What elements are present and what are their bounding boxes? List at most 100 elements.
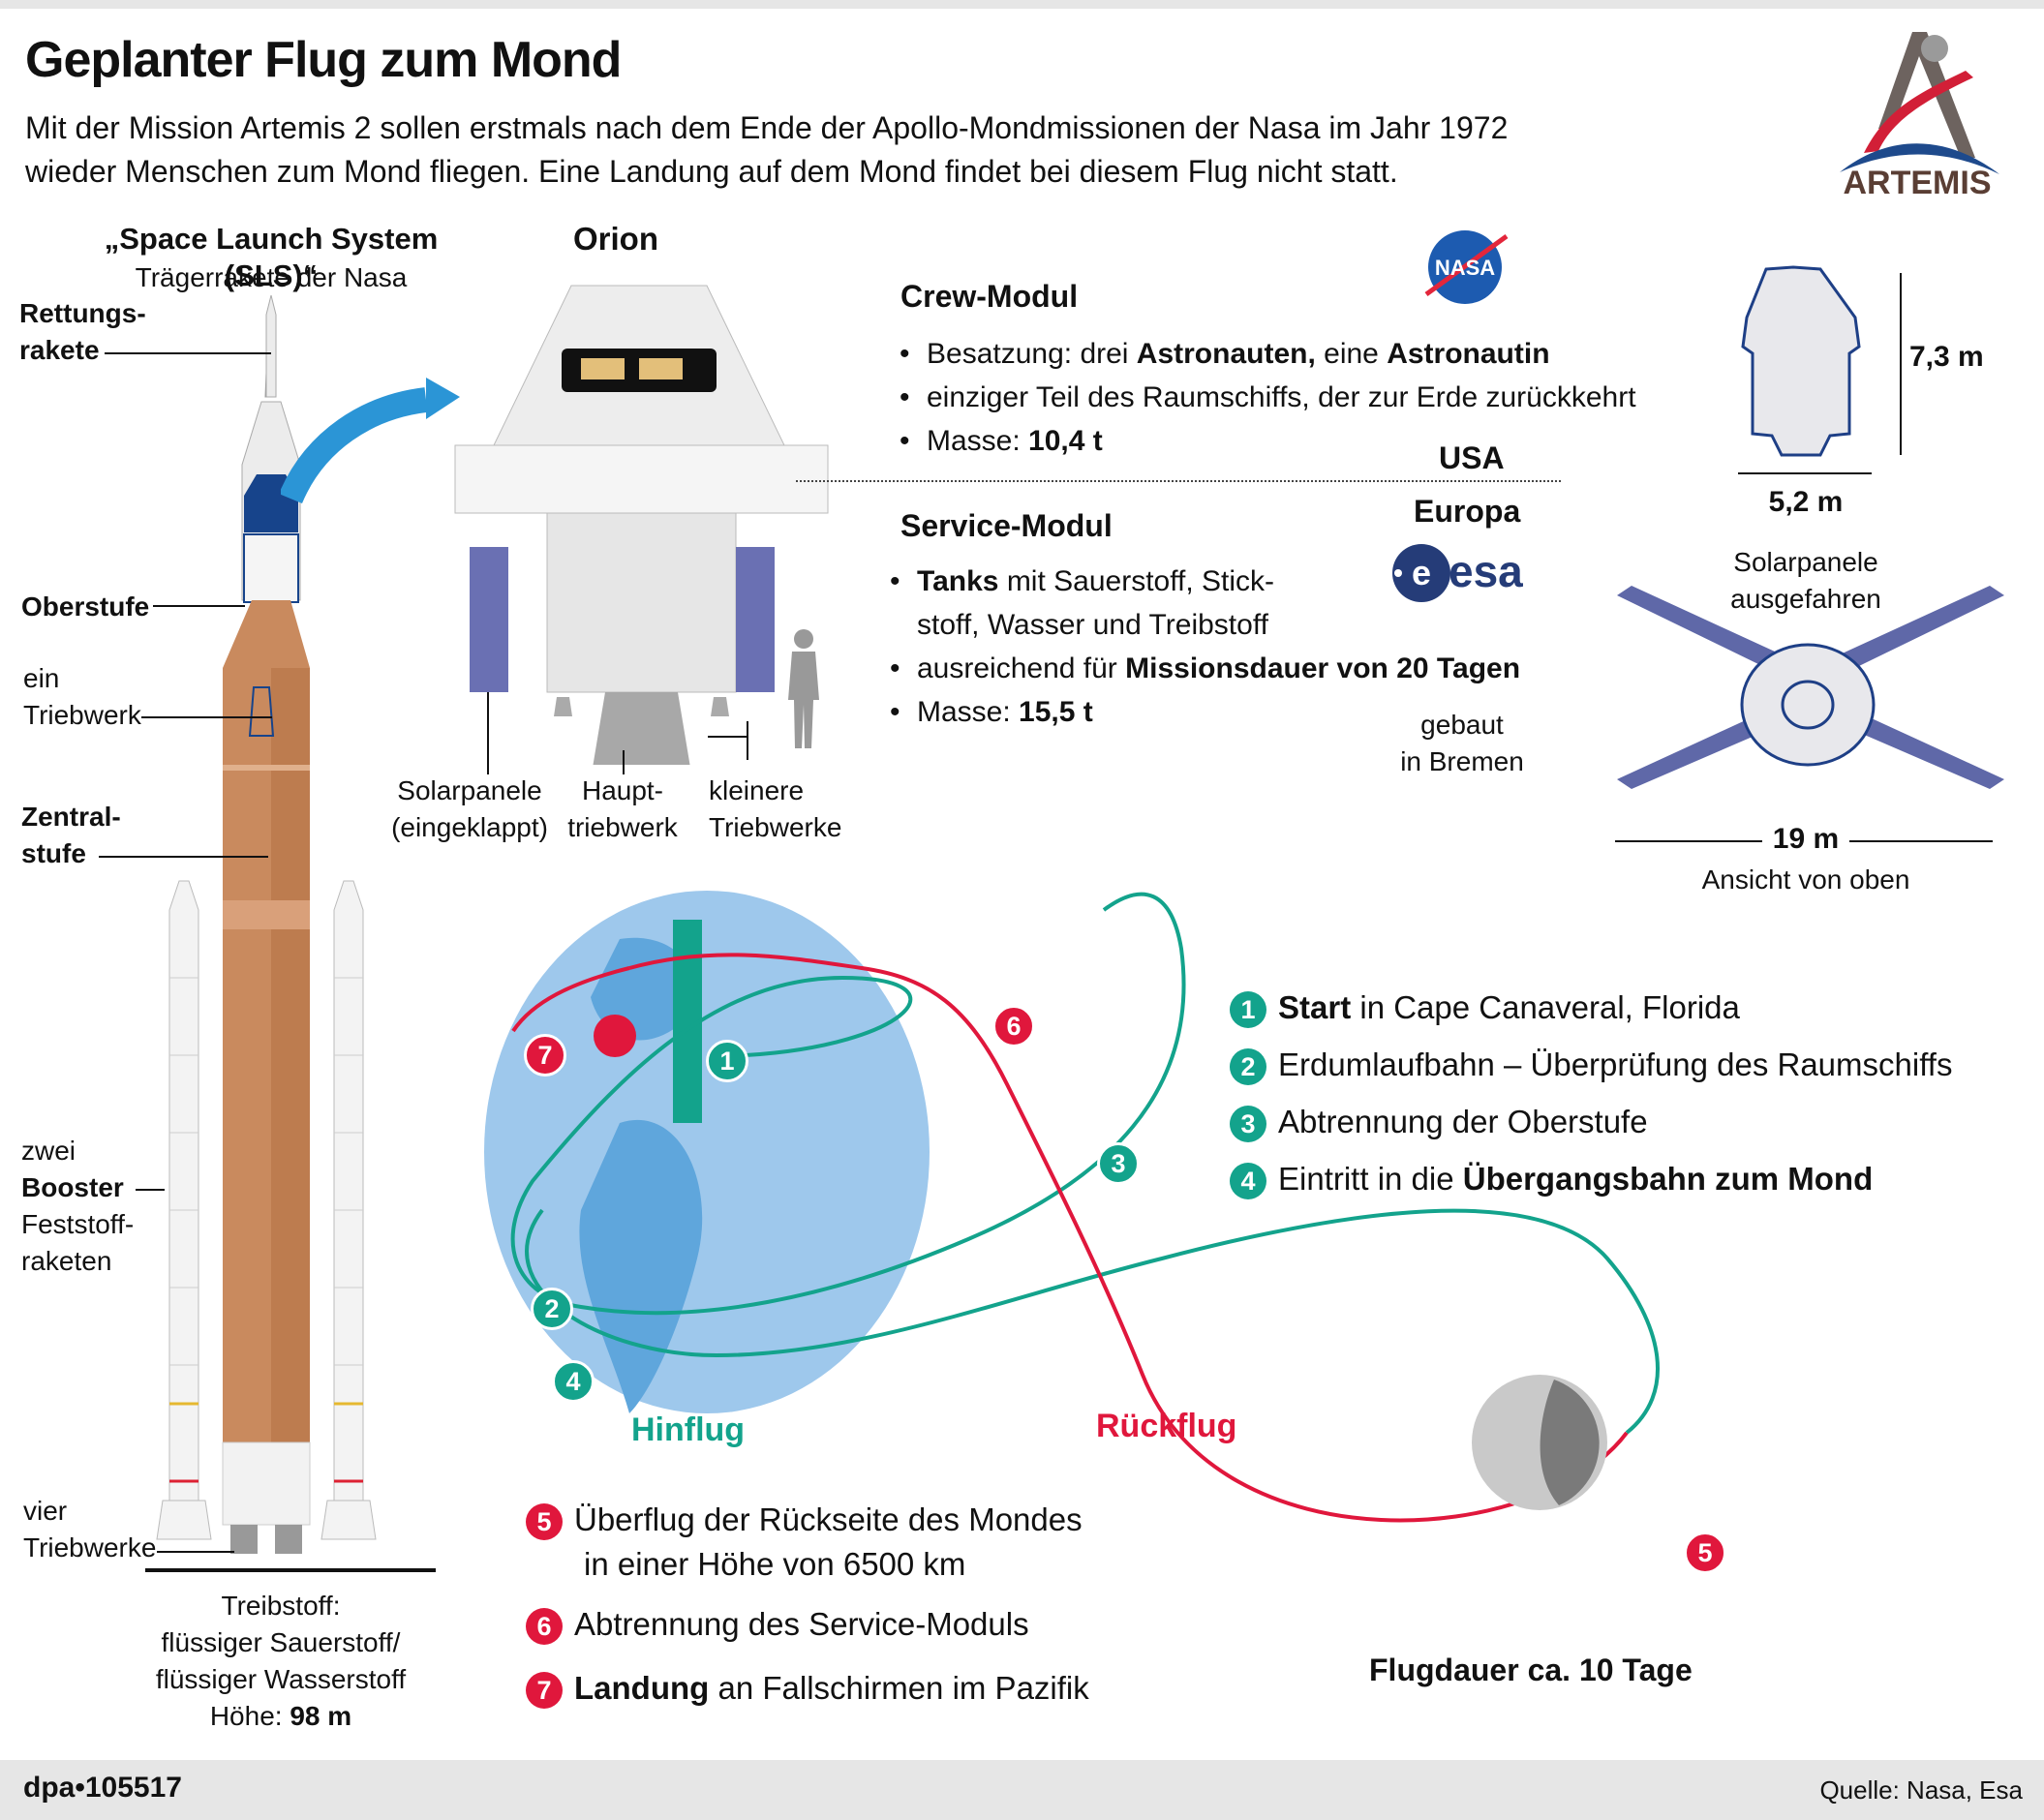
leader-line — [487, 692, 489, 774]
orion-top-view-illustration — [1617, 586, 2004, 789]
map-badge-6: 6 — [992, 1005, 1047, 1047]
page-title: Geplanter Flug zum Mond — [25, 32, 622, 88]
crew-bullet-crew: Besatzung: drei Astronauten, eine Astron… — [896, 332, 1636, 376]
intro-text: Mit der Mission Artemis 2 sollen erstmal… — [25, 106, 1691, 194]
height-dimension-line — [1900, 273, 1902, 455]
europa-label: Europa — [1414, 494, 1521, 529]
flight-path-diagram — [484, 891, 1661, 1523]
parachute-icon — [594, 1015, 636, 1057]
human-scale-icon — [788, 629, 819, 748]
orion-side-view-outline — [1741, 265, 1861, 457]
top-view-label: Ansicht von oben — [1701, 864, 1910, 895]
label-vier: vier — [23, 1496, 68, 1526]
map-badge-2: 2 — [531, 1288, 585, 1330]
label-klein-line2: Triebwerke — [709, 812, 842, 842]
crew-module-title: Crew-Modul — [900, 279, 1079, 314]
service-module-title: Service-Modul — [900, 508, 1113, 543]
height-dimension: 7,3 m — [1909, 341, 1984, 373]
label-solarpanele-eingeklappt: Solarpanele (eingeklappt) — [387, 773, 552, 846]
footer-bar: dpa•105517 Quelle: Nasa, Esa — [0, 1760, 2044, 1820]
svg-text:NASA: NASA — [1435, 256, 1495, 280]
crew-module-list: Besatzung: drei Astronauten, eine Astron… — [896, 332, 1636, 463]
label-solar-line1: Solarpanele — [397, 775, 542, 805]
span-dimension: 19 m — [1762, 823, 1849, 856]
module-divider — [796, 480, 1561, 482]
leader-line — [105, 352, 271, 354]
intro-line-1: Mit der Mission Artemis 2 sollen erstmal… — [25, 110, 1509, 145]
built-in-bremen: gebaut in Bremen — [1385, 707, 1540, 780]
map-badge-1: 1 — [706, 1040, 760, 1082]
label-feststoff-line2: raketen — [21, 1246, 112, 1276]
label-rettung-line2: rakete — [19, 335, 100, 365]
leader-line — [747, 721, 748, 760]
built-line-2: in Bremen — [1400, 746, 1524, 776]
label-ein-triebwerk: ein Triebwerk — [23, 660, 141, 734]
label-zentralstufe: Zentral- stufe — [21, 799, 121, 872]
outbound-label: Hinflug — [631, 1411, 746, 1448]
crew-bullet-mass: Masse: 10,4 t — [896, 419, 1636, 463]
leader-line — [708, 736, 748, 738]
fuel-line-1: flüssiger Sauerstoff/ — [161, 1627, 401, 1657]
label-zwei: zwei — [21, 1136, 76, 1166]
leader-line — [623, 750, 625, 774]
label-kleinere-triebwerke: kleinere Triebwerke — [709, 773, 841, 846]
top-bar — [0, 0, 2044, 9]
svg-text:ARTEMIS: ARTEMIS — [1844, 165, 1992, 201]
label-vier-triebwerke: vier Triebwerke — [23, 1493, 156, 1566]
height-label: Höhe: — [209, 1701, 283, 1731]
solar-deployed-line1: Solarpanele — [1733, 547, 1878, 577]
fuel-info: Treibstoff: flüssiger Sauerstoff/ flüssi… — [126, 1588, 436, 1735]
label-oberstufe: Oberstufe — [21, 592, 150, 622]
service-module-list: Tanks mit Sauerstoff, Stick-stoff, Wasse… — [886, 560, 1520, 734]
fuel-line-2: flüssiger Wasserstoff — [155, 1664, 407, 1694]
leader-line — [153, 605, 245, 607]
map-badge-7: 7 — [524, 1034, 578, 1077]
label-zentral-line2: stufe — [21, 838, 86, 868]
label-zentral-line1: Zentral- — [21, 802, 121, 832]
service-bullet-mass: Masse: 15,5 t — [886, 690, 1520, 734]
rocket-name: „Space Launch System (SLS)“ — [104, 222, 439, 292]
arrow-to-orion-icon — [281, 378, 460, 504]
label-triebwerke: Triebwerke — [23, 1532, 157, 1562]
map-badge-5: 5 — [1684, 1532, 1738, 1574]
leader-line — [157, 1551, 234, 1553]
leader-line — [99, 856, 268, 858]
return-label: Rückflug — [1096, 1408, 1237, 1444]
label-booster-bold: Booster — [21, 1172, 124, 1202]
map-badge-3: 3 — [1097, 1142, 1151, 1185]
rocket-subtitle: Trägerrakete der Nasa — [135, 262, 408, 292]
map-badge-4: 4 — [552, 1360, 606, 1403]
artemis-logo: ARTEMIS — [1820, 27, 2014, 201]
usa-label: USA — [1439, 440, 1505, 475]
return-step-5-line2: in einer Höhe von 6500 km — [584, 1546, 966, 1582]
footer-credit: dpa•105517 — [23, 1772, 182, 1804]
height-info: Höhe: 98 m — [126, 1698, 436, 1735]
leader-line — [141, 716, 272, 718]
nasa-logo-icon: NASA — [1424, 230, 1509, 304]
label-haupttriebwerk: Haupt- triebwerk — [560, 773, 686, 846]
leader-line — [136, 1189, 165, 1191]
footer-source: Quelle: Nasa, Esa — [1819, 1775, 2023, 1805]
label-solar-line2: (eingeklappt) — [391, 812, 548, 842]
sls-rocket-illustration — [145, 294, 436, 1572]
intro-line-2: wieder Menschen zum Mond fliegen. Eine L… — [25, 154, 1398, 189]
built-line-1: gebaut — [1420, 710, 1504, 740]
label-ein: ein — [23, 663, 60, 693]
nasa-logo: NASA — [1421, 227, 1509, 308]
label-klein-line1: kleinere — [709, 775, 805, 805]
flight-duration: Flugdauer ca. 10 Tage — [1369, 1653, 1693, 1687]
label-haupt-line2: triebwerk — [567, 812, 678, 842]
artemis-logo-icon: ARTEMIS — [1840, 32, 1999, 201]
width-dimension: 5,2 m — [1768, 486, 1844, 518]
label-triebwerk: Triebwerk — [23, 700, 141, 730]
crew-bullet-return: einziger Teil des Raumschiffs, der zur E… — [896, 376, 1636, 419]
